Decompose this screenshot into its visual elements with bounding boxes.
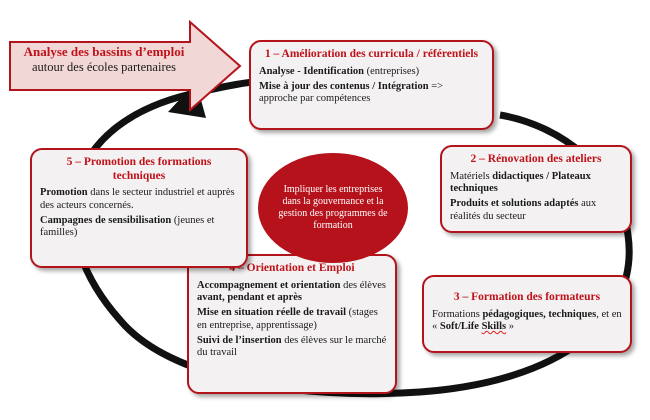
step-5-item-2: Campagnes de sensibilisation (jeunes et … (40, 214, 215, 239)
input-arrow (9, 19, 242, 113)
step-4-item-3: Suivi de l’insertion des élèves sur le m… (197, 335, 387, 359)
step-2-title: 2 – Rénovation des ateliers (470, 153, 602, 165)
step-3-item-1: Formations pédagogiques, techniques, et … (432, 308, 622, 332)
center-goal-text: Impliquer les entreprises dans la gouver… (278, 184, 388, 231)
step-5-box: 5 – Promotion des formations techniques … (30, 148, 248, 268)
step-5-item-1: Promotion dans le secteur industriel et … (40, 187, 235, 211)
step-1-item-1: Analyse - Identification (entreprises) (259, 65, 420, 77)
step-4-item-2: Mise en situation réelle de travail (sta… (197, 307, 378, 331)
step-2-item-2: Produits et solutions adaptés aux réalit… (450, 198, 597, 222)
arrow-line2: autour des écoles partenaires (31, 60, 177, 75)
step-1-box: 1 – Amélioration des curricula / référen… (249, 40, 494, 130)
step-4-title: 4 – Orientation et Emploi (229, 262, 355, 274)
center-goal: Impliquer les entreprises dans la gouver… (258, 153, 408, 263)
step-1-title: 1 – Amélioration des curricula / référen… (264, 48, 479, 60)
step-3-box: 3 – Formation des formateurs Formations … (422, 275, 632, 353)
step-4-item-1: Accompagnement et orientation des élèves… (197, 279, 386, 303)
arrow-line1: Analyse des bassins d’emploi (23, 44, 185, 59)
step-2-box: 2 – Rénovation des ateliers Matériels di… (440, 145, 632, 233)
step-2-item-1: Matériels didactiques / Plateaux techniq… (450, 170, 591, 194)
step-1-item-2: Mise à jour des contenus / Intégration =… (259, 80, 444, 105)
step-5-title: 5 – Promotion des formations techniques (66, 156, 212, 182)
step-3-title: 3 – Formation des formateurs (453, 291, 601, 303)
input-arrow-label: Analyse des bassins d’emploi autour des … (14, 44, 194, 76)
step-4-box: 4 – Orientation et Emploi Accompagnement… (187, 254, 397, 394)
